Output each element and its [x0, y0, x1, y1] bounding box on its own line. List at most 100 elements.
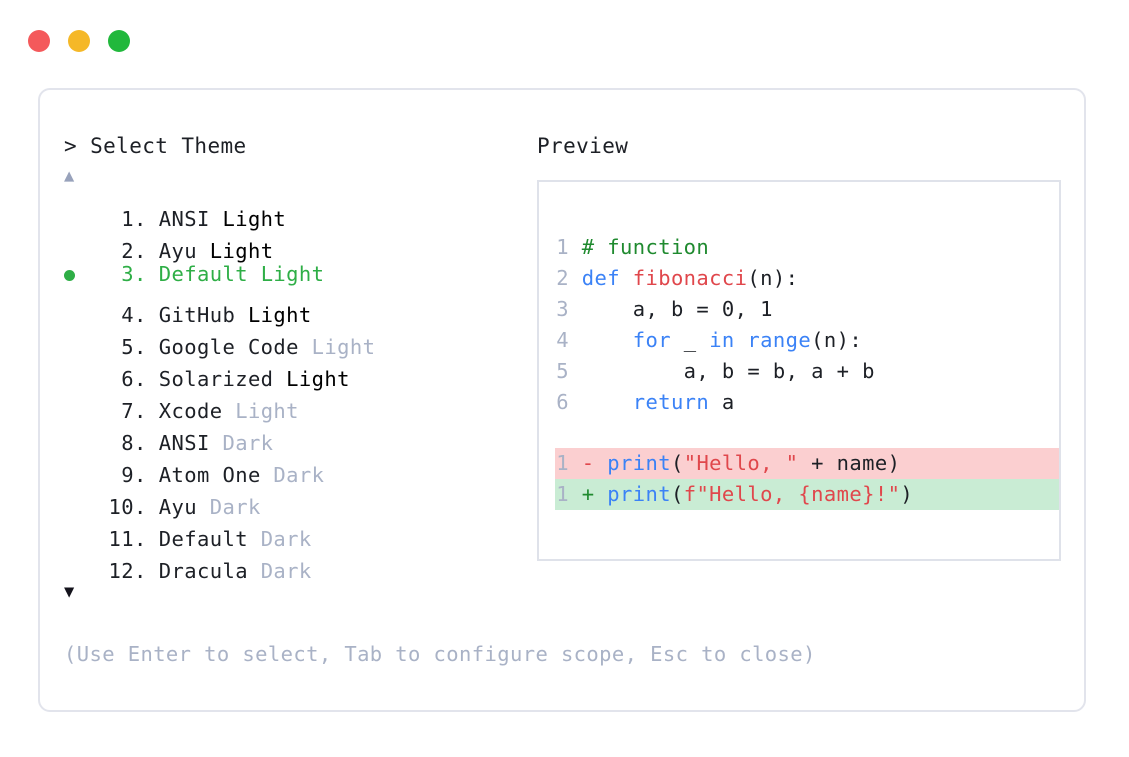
code-line-number: 3 — [556, 297, 569, 321]
code-token: 1 — [760, 297, 773, 321]
theme-list-item[interactable]: 11.Default Dark — [64, 514, 534, 551]
selection-bullet-cell — [64, 386, 90, 418]
theme-index-dot: . — [134, 262, 147, 286]
theme-name: Xcode — [158, 399, 223, 423]
theme-index: 10 — [108, 495, 134, 519]
code-token: a, b = b, a + b — [581, 359, 875, 383]
code-token: fibonacci — [632, 266, 748, 290]
selection-bullet-cell — [64, 418, 90, 450]
theme-index-dot: . — [134, 303, 147, 327]
diff-token: f"Hello, {name}!" — [683, 482, 901, 506]
theme-name: Solarized — [158, 367, 274, 391]
page-title: > Select Theme — [64, 134, 247, 158]
code-line: 4 for _ in range(n): — [555, 325, 875, 356]
theme-variant: Dark — [260, 463, 325, 487]
scroll-down-icon[interactable]: ▼ — [64, 582, 75, 602]
theme-name: Dracula — [158, 559, 248, 583]
code-token: (n): — [811, 328, 863, 352]
diff-token: print — [607, 482, 671, 506]
code-line: 5 a, b = b, a + b — [555, 356, 875, 387]
diff-sample: 1 - print("Hello, " + name)1 + print(f"H… — [539, 448, 1059, 510]
theme-variant: Light — [247, 262, 325, 286]
code-line-number: 2 — [556, 266, 569, 290]
theme-list-item[interactable]: 9.Atom One Dark — [64, 450, 534, 487]
code-line: 6 return a — [555, 387, 875, 418]
theme-variant: Light — [298, 335, 376, 359]
diff-marker: + — [569, 482, 608, 506]
theme-name: Default — [158, 527, 248, 551]
selection-bullet-cell — [64, 226, 90, 258]
theme-index: 1 — [121, 207, 134, 231]
theme-index-dot: . — [134, 463, 147, 487]
scroll-up-icon[interactable]: ▲ — [64, 166, 75, 186]
theme-index: 4 — [121, 303, 134, 327]
theme-list-item[interactable]: 2. Ayu Light — [64, 226, 534, 263]
code-token: in — [709, 328, 735, 352]
theme-variant: Light — [196, 239, 274, 263]
code-token — [735, 328, 748, 352]
code-line: 2 def fibonacci(n): — [555, 263, 875, 294]
code-token: , — [734, 297, 761, 321]
maximize-dot[interactable] — [108, 30, 130, 52]
selection-bullet-cell — [64, 514, 90, 546]
theme-list-item[interactable]: 10. Ayu Dark — [64, 482, 534, 519]
code-line-number: 1 — [556, 235, 569, 259]
window-titlebar — [28, 30, 130, 52]
theme-list-item[interactable]: 6.Solarized Light — [64, 354, 534, 391]
code-token: for — [632, 328, 671, 352]
diff-token: ) — [900, 482, 914, 506]
theme-index: 6 — [121, 367, 134, 391]
code-token: _ — [670, 328, 710, 352]
selection-bullet-cell — [64, 546, 90, 578]
theme-name: Ayu — [158, 495, 197, 519]
code-line-number: 4 — [556, 328, 569, 352]
theme-variant: Light — [235, 303, 312, 327]
theme-index-dot: . — [134, 559, 147, 583]
theme-index: 2 — [121, 239, 134, 263]
code-gutter-space — [569, 390, 582, 414]
theme-index-dot: . — [134, 207, 147, 231]
diff-line-add: 1 + print(f"Hello, {name}!") — [555, 479, 1059, 510]
theme-list-item[interactable]: 4. GitHub Light — [64, 290, 534, 327]
theme-list-item[interactable]: 12.Dracula Dark — [64, 546, 534, 583]
selection-bullet-cell — [64, 354, 90, 386]
theme-list-item[interactable]: 5.Google Code Light — [64, 322, 534, 359]
theme-list-item[interactable]: 1.ANSI Light — [64, 194, 534, 231]
theme-list-item[interactable]: 8.ANSI Dark — [64, 418, 534, 455]
selection-bullet-cell — [64, 290, 90, 322]
preview-label: Preview — [537, 134, 629, 158]
theme-index: 9 — [121, 463, 134, 487]
diff-token: + name) — [798, 451, 901, 475]
code-token: 0 — [721, 297, 735, 321]
theme-variant: Light — [273, 367, 350, 391]
code-line: 1 # function — [555, 232, 875, 263]
code-gutter-space — [569, 235, 582, 259]
theme-index-dot: . — [134, 335, 147, 359]
theme-index-dot: . — [134, 431, 147, 455]
diff-line-del: 1 - print("Hello, " + name) — [555, 448, 1059, 479]
theme-name: GitHub — [158, 303, 236, 327]
code-token: range — [747, 328, 812, 352]
theme-list-item[interactable]: 7.Xcode Light — [64, 386, 534, 423]
theme-variant: Dark — [209, 431, 274, 455]
close-dot[interactable] — [28, 30, 50, 52]
theme-variant: Light — [222, 399, 299, 423]
theme-index-dot: . — [134, 239, 147, 263]
theme-variant: Dark — [196, 495, 261, 519]
selection-bullet-cell — [64, 260, 90, 292]
theme-name: ANSI — [158, 207, 210, 231]
theme-variant: Dark — [247, 559, 312, 583]
code-token: (n): — [747, 266, 799, 290]
theme-select-panel: > Select Theme ▲ 1. ANSI Light 2. Ayu Light… — [64, 132, 534, 604]
diff-line-number: 1 — [556, 451, 569, 475]
diff-token: print — [607, 451, 671, 475]
theme-index-dot: . — [134, 495, 147, 519]
theme-name: Ayu — [158, 239, 197, 263]
theme-list-item[interactable]: 3.Default Light — [64, 258, 534, 290]
diff-line-number: 1 — [556, 482, 569, 506]
code-gutter-space — [569, 359, 582, 383]
theme-index: 3 — [121, 262, 134, 286]
code-gutter-space — [569, 266, 582, 290]
minimize-dot[interactable] — [68, 30, 90, 52]
